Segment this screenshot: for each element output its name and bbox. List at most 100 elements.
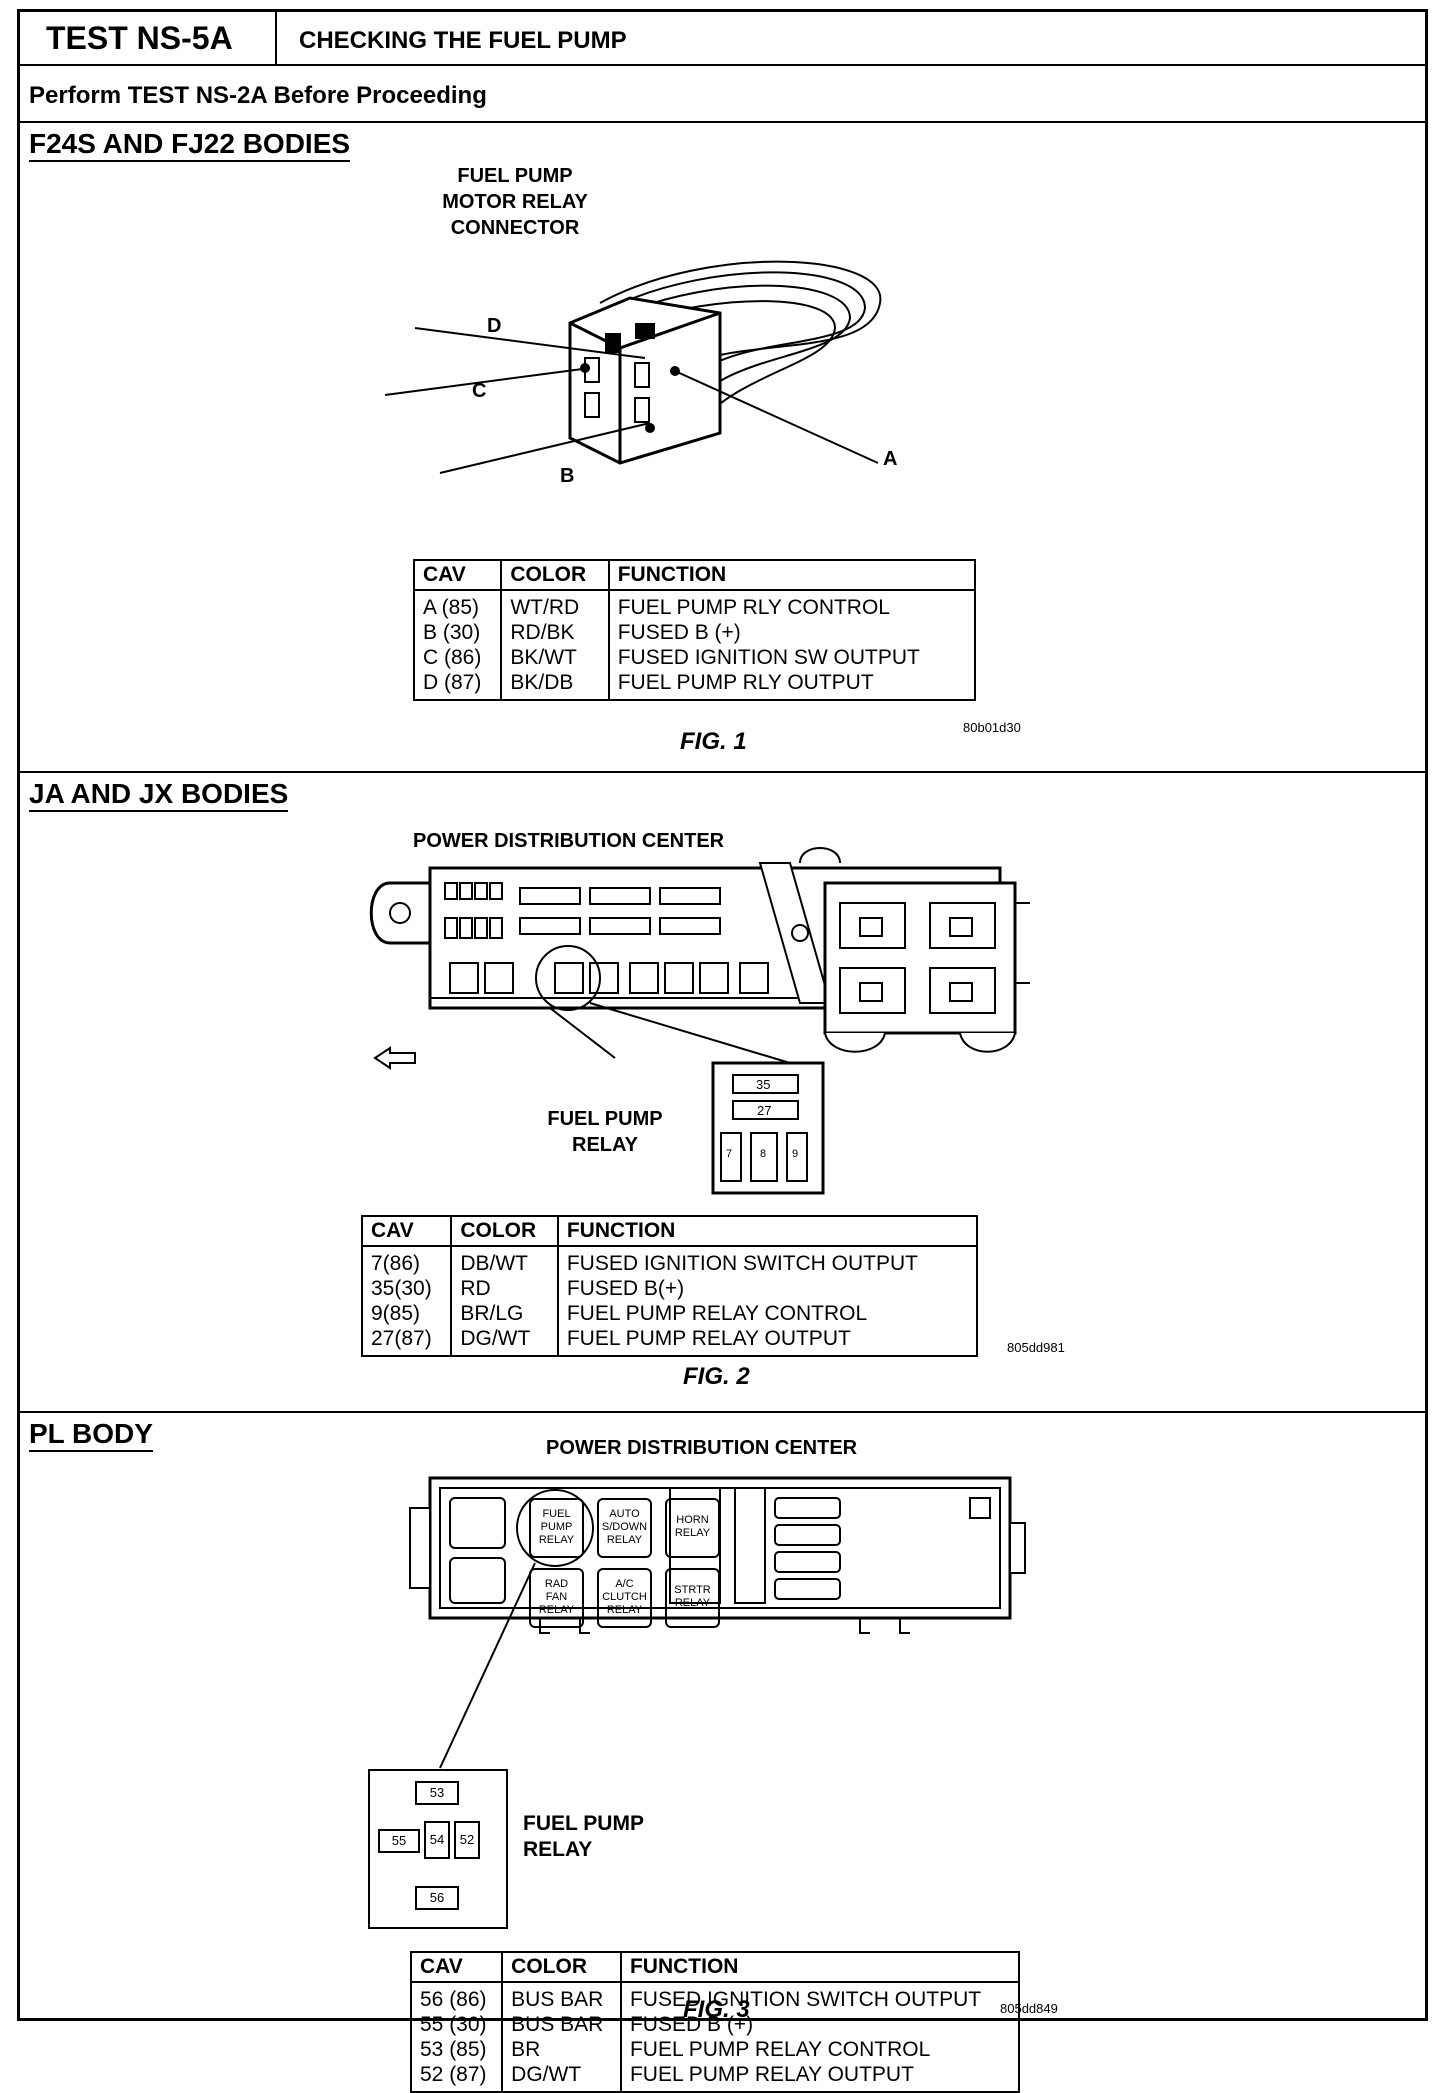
cell-cav: 55 (30) xyxy=(409,2012,504,2037)
col-color: COLOR xyxy=(500,559,610,591)
cell-function: FUEL PUMP RLY CONTROL xyxy=(607,590,977,620)
test-title: CHECKING THE FUEL PUMP xyxy=(299,27,627,54)
col-color: COLOR xyxy=(450,1215,559,1247)
section-title: JA AND JX BODIES xyxy=(29,779,289,812)
table-row: D (87) BK/DB FUEL PUMP RLY OUTPUT xyxy=(412,670,977,701)
pdc-label: POWER DISTRIBUTION CENTER xyxy=(413,830,725,852)
table-row: C (86) BK/WT FUSED IGNITION SW OUTPUT xyxy=(412,645,977,670)
cell-function: FUSED IGNITION SWITCH OUTPUT xyxy=(619,1982,1021,2012)
figure-label: FIG. 2 xyxy=(683,1363,750,1390)
inset-pin-35: 35 xyxy=(756,1077,771,1092)
header-row: TEST NS-5A CHECKING THE FUEL PUMP xyxy=(20,12,1425,66)
cell-function: FUEL PUMP RELAY OUTPUT xyxy=(556,1326,979,1357)
col-cav: CAV xyxy=(360,1215,453,1247)
cell-color: WT/RD xyxy=(500,590,610,620)
test-id: TEST NS-5A xyxy=(20,12,277,64)
cell-color: DB/WT xyxy=(450,1246,559,1276)
cell-cav: 56 (86) xyxy=(409,1982,504,2012)
inset-pin-52: 52 xyxy=(454,1821,480,1859)
cell-function: FUSED IGNITION SW OUTPUT xyxy=(607,645,977,670)
inset-pin-8: 8 xyxy=(760,1148,767,1160)
cell-cav: 27(87) xyxy=(360,1326,453,1357)
col-function: FUNCTION xyxy=(619,1951,1021,1983)
cell-color: DG/WT xyxy=(501,2062,622,2093)
relay-auto-shutdown: AUTO S/DOWN RELAY xyxy=(597,1498,652,1558)
cell-cav: C (86) xyxy=(412,645,503,670)
relay-ac-clutch: A/C CLUTCH RELAY xyxy=(597,1568,652,1628)
cell-color: BUS BAR xyxy=(501,2012,622,2037)
cavity-table-1: CAV COLOR FUNCTION A (85) WT/RD FUEL PUM… xyxy=(412,559,977,701)
inset-pin-9: 9 xyxy=(792,1148,799,1160)
table-row: 27(87) DG/WT FUEL PUMP RELAY OUTPUT xyxy=(360,1326,979,1357)
relay-label: FUEL PUMP RELAY xyxy=(523,1812,644,1861)
pdc-diagram xyxy=(369,847,1030,1070)
cell-function: FUSED B (+) xyxy=(619,2012,1021,2037)
pin-a-label: A xyxy=(883,448,898,470)
col-function: FUNCTION xyxy=(556,1215,979,1247)
cell-function: FUEL PUMP RELAY OUTPUT xyxy=(619,2062,1021,2093)
cell-function: FUEL PUMP RELAY CONTROL xyxy=(556,1301,979,1326)
inset-pin-56: 56 xyxy=(415,1886,459,1910)
relay-fuel-pump: FUEL PUMP RELAY xyxy=(529,1498,584,1558)
section-f24s-fj22: F24S AND FJ22 BODIES FUEL PUMP MOTOR REL… xyxy=(20,123,1425,773)
cell-color: BR xyxy=(501,2037,622,2062)
cell-color: BK/DB xyxy=(500,670,610,701)
cell-cav: 7(86) xyxy=(360,1246,453,1276)
figure-code: 805dd981 xyxy=(1007,1340,1065,1355)
col-cav: CAV xyxy=(409,1951,504,1983)
relay-rad-fan: RAD FAN RELAY xyxy=(529,1568,584,1628)
section-title: F24S AND FJ22 BODIES xyxy=(29,129,351,162)
inset-pin-53: 53 xyxy=(415,1781,459,1805)
table-row: 7(86) DB/WT FUSED IGNITION SWITCH OUTPUT xyxy=(360,1246,979,1276)
cell-function: FUSED B(+) xyxy=(556,1276,979,1301)
relay-label: FUEL PUMP RELAY xyxy=(547,1108,663,1156)
inset-pin-7: 7 xyxy=(726,1148,733,1160)
connector-label: FUEL PUMP MOTOR RELAY CONNECTOR xyxy=(442,165,588,239)
table-row: 35(30) RD FUSED B(+) xyxy=(360,1276,979,1301)
table-row: B (30) RD/BK FUSED B (+) xyxy=(412,620,977,645)
figure-label: FIG. 3 xyxy=(683,1996,750,2023)
cavity-table-2: CAV COLOR FUNCTION 7(86) DB/WT FUSED IGN… xyxy=(360,1215,979,1357)
cell-color: BR/LG xyxy=(450,1301,559,1326)
cell-color: RD/BK xyxy=(500,620,610,645)
col-color: COLOR xyxy=(501,1951,622,1983)
cell-function: FUSED IGNITION SWITCH OUTPUT xyxy=(556,1246,979,1276)
table-row: 55 (30) BUS BAR FUSED B (+) xyxy=(409,2012,1021,2037)
cell-color: BUS BAR xyxy=(501,1982,622,2012)
relay-inset-2 xyxy=(711,1061,825,1195)
pin-b-label: B xyxy=(560,465,575,487)
pin-c-label: C xyxy=(472,380,487,402)
cell-color: BK/WT xyxy=(500,645,610,670)
inset-pin-27: 27 xyxy=(757,1103,772,1118)
col-function: FUNCTION xyxy=(607,559,977,591)
cell-cav: B (30) xyxy=(412,620,503,645)
cell-function: FUEL PUMP RLY OUTPUT xyxy=(607,670,977,701)
prerequisite: Perform TEST NS-2A Before Proceeding xyxy=(20,66,1425,123)
section-title: PL BODY xyxy=(29,1419,153,1452)
relay-horn: HORN RELAY xyxy=(665,1498,720,1558)
pdc-label: POWER DISTRIBUTION CENTER xyxy=(546,1437,858,1459)
section-ja-jx: JA AND JX BODIES POWER DISTRIBUTION CENT… xyxy=(20,773,1425,1413)
cell-cav: A (85) xyxy=(412,590,503,620)
page-frame: TEST NS-5A CHECKING THE FUEL PUMP Perfor… xyxy=(17,9,1428,2093)
col-cav: CAV xyxy=(412,559,503,591)
figure-code: 805dd849 xyxy=(1000,2001,1058,2016)
cell-cav: 35(30) xyxy=(360,1276,453,1301)
cell-cav: D (87) xyxy=(412,670,503,701)
table-row: A (85) WT/RD FUEL PUMP RLY CONTROL xyxy=(412,590,977,620)
relay-starter: STRTR RELAY xyxy=(665,1568,720,1628)
inset-pin-54: 54 xyxy=(424,1821,450,1859)
cell-cav: 9(85) xyxy=(360,1301,453,1326)
fuel-pump-relay-inset: 53 55 54 52 56 xyxy=(368,1769,508,1929)
table-row: 9(85) BR/LG FUEL PUMP RELAY CONTROL xyxy=(360,1301,979,1326)
cell-color: RD xyxy=(450,1276,559,1301)
cell-function: FUEL PUMP RELAY CONTROL xyxy=(619,2037,1021,2062)
table-row: 56 (86) BUS BAR FUSED IGNITION SWITCH OU… xyxy=(409,1982,1021,2012)
section-pl: PL BODY POWER DISTRIBUTION CENTER FU xyxy=(20,1413,1425,2093)
cell-function: FUSED B (+) xyxy=(607,620,977,645)
inset-pin-55: 55 xyxy=(378,1829,420,1853)
figure-code: 80b01d30 xyxy=(963,720,1021,735)
cell-color: DG/WT xyxy=(450,1326,559,1357)
pin-d-label: D xyxy=(487,315,502,337)
figure-label: FIG. 1 xyxy=(680,728,747,755)
